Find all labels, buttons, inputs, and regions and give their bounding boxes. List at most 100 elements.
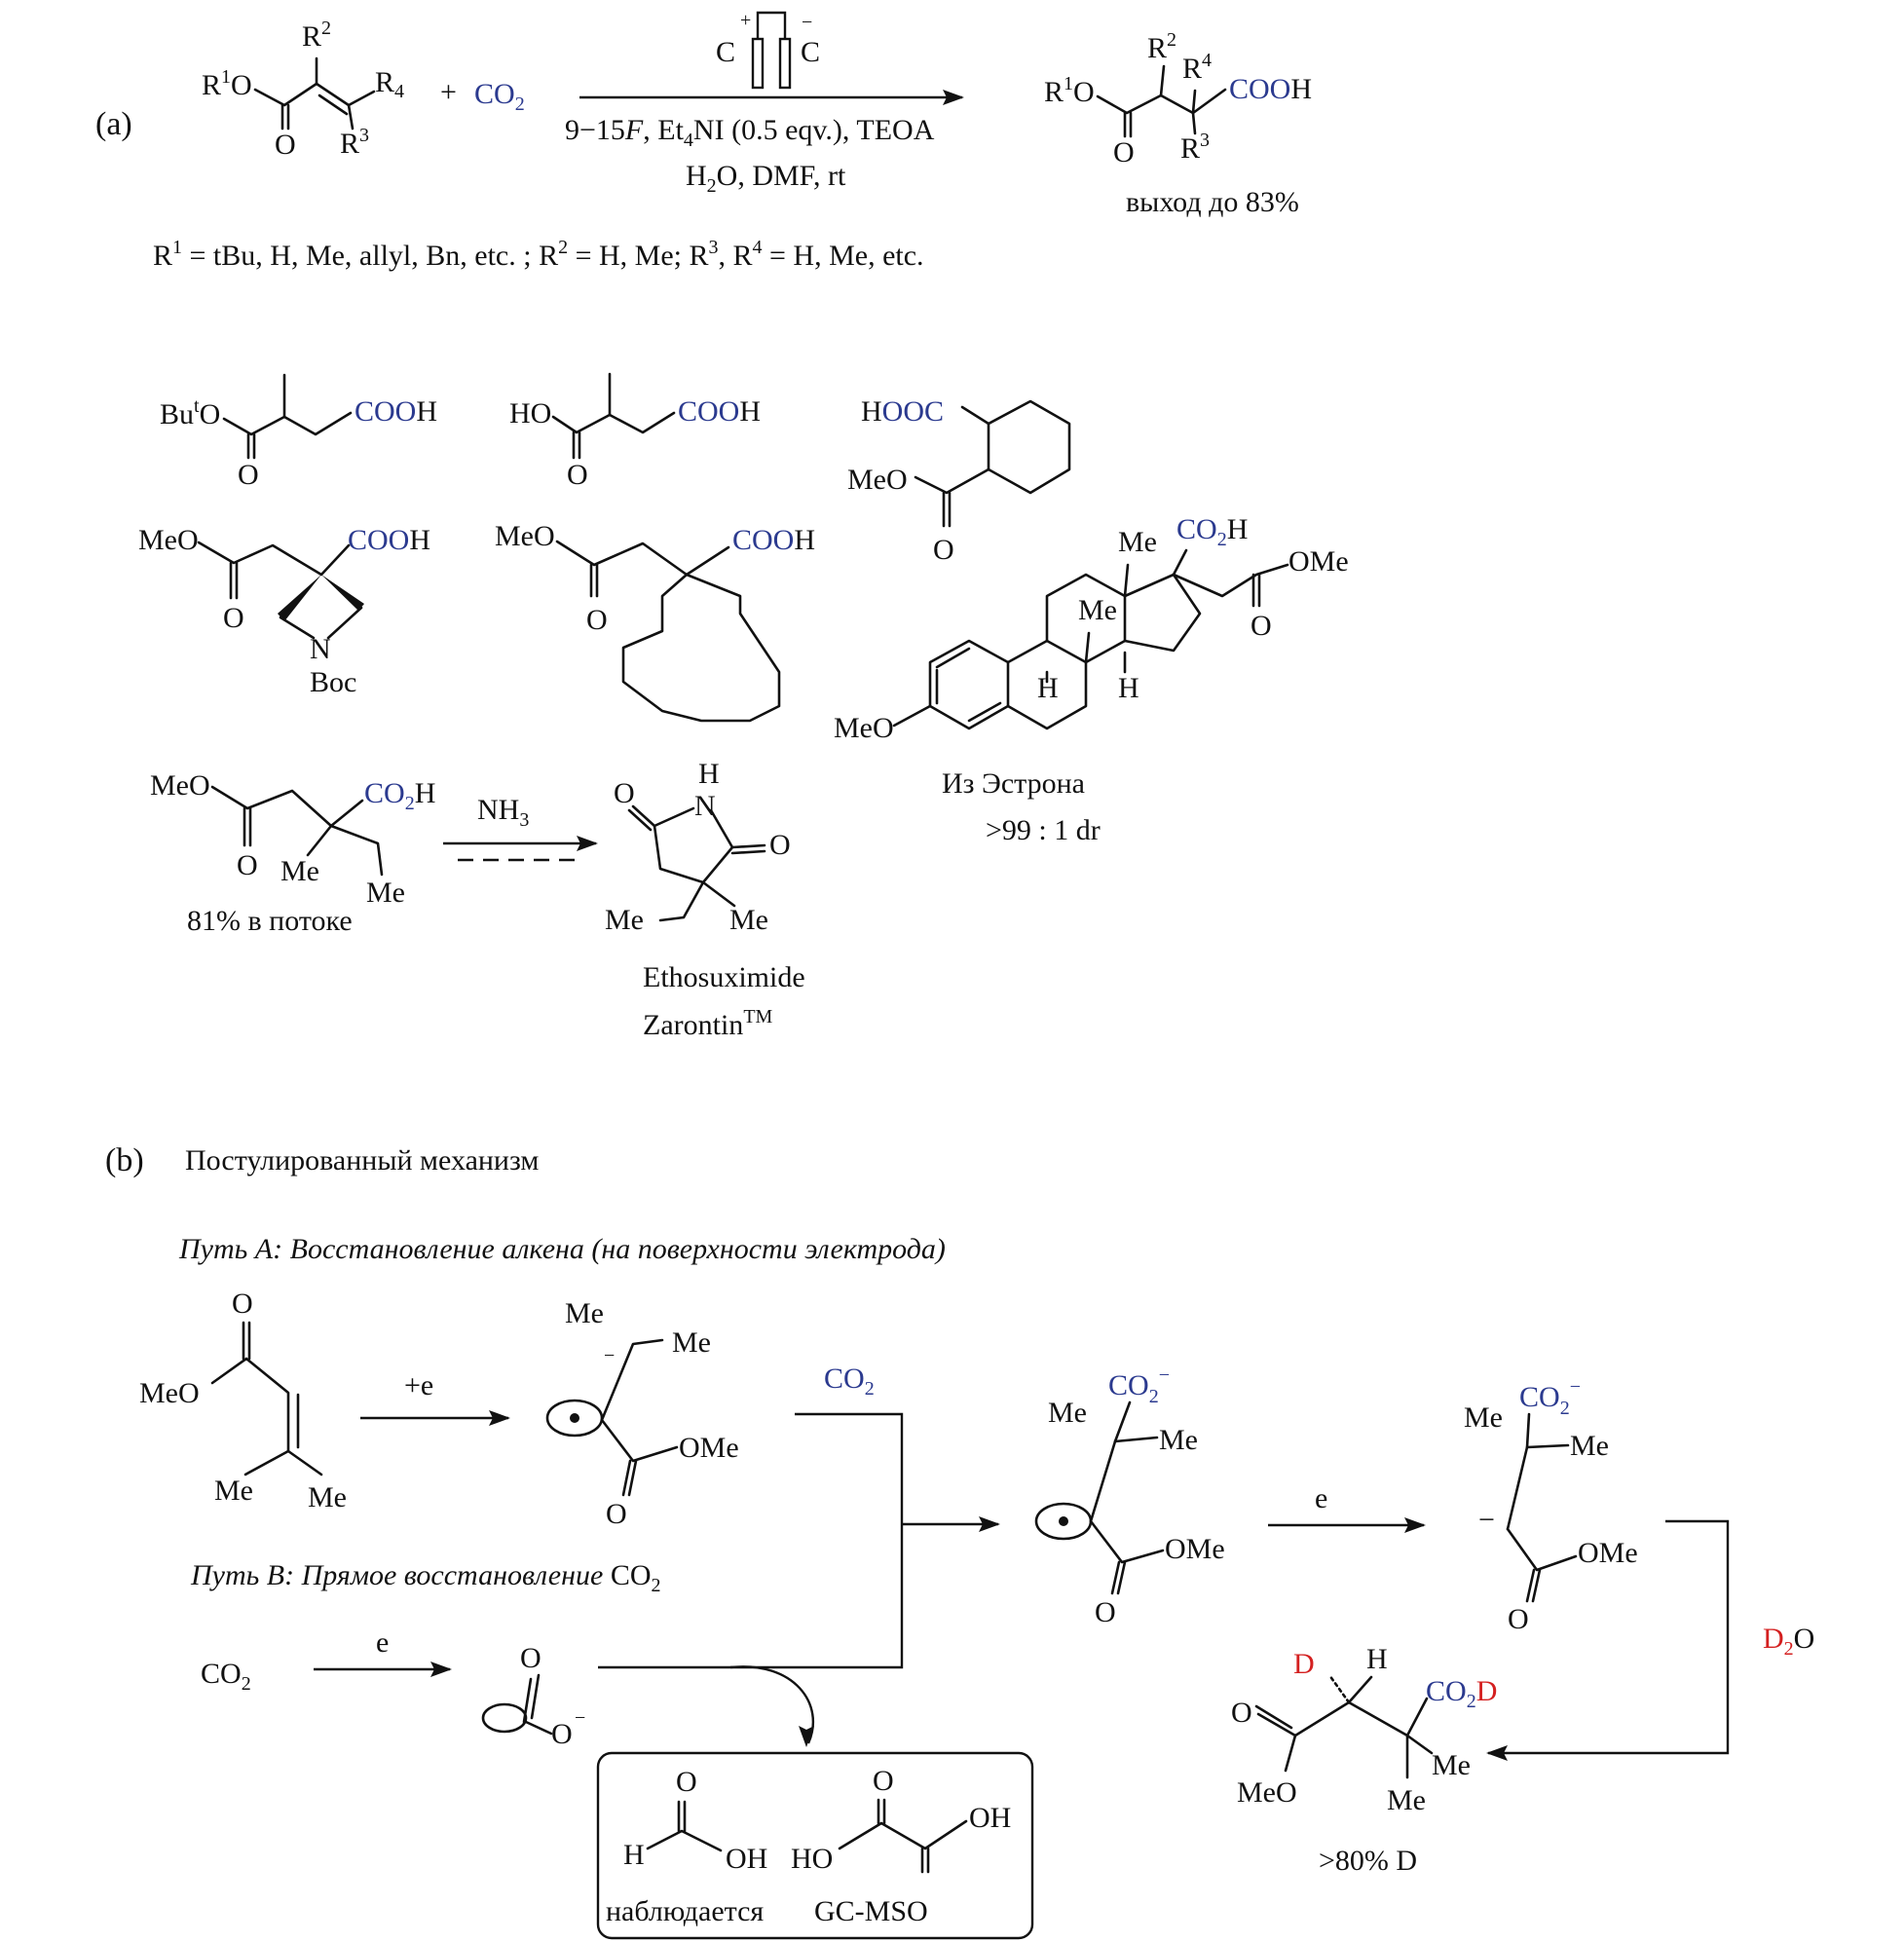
svg-text:O: O xyxy=(769,829,791,861)
deuteration-yield: >80% D xyxy=(1319,1845,1417,1877)
svg-text:GC-MSO: GC-MSO xyxy=(814,1895,928,1927)
svg-text:O: O xyxy=(567,459,588,491)
conditions-line-2: H2O, DMF, rt xyxy=(686,160,846,197)
svg-text:H: H xyxy=(1366,1643,1388,1675)
svg-text:N: N xyxy=(694,790,716,822)
electrochemical-cell-icon: + − C C xyxy=(716,10,820,90)
svg-text:HO: HO xyxy=(509,397,551,429)
svg-text:OMe: OMe xyxy=(679,1432,739,1464)
co2-reactant: CO2 xyxy=(474,78,525,115)
svg-text:OMe: OMe xyxy=(1578,1537,1638,1569)
svg-text:−: − xyxy=(1478,1504,1495,1536)
svg-text:Me: Me xyxy=(1464,1401,1503,1434)
svg-text:O: O xyxy=(606,1498,627,1530)
svg-text:Me: Me xyxy=(565,1297,604,1329)
svg-text:Boc: Boc xyxy=(310,666,356,698)
svg-text:O: O xyxy=(1113,136,1135,168)
svg-text:Me: Me xyxy=(605,904,644,936)
example-cyclohexane: HOOC MeO O xyxy=(847,395,1071,566)
svg-text:O: O xyxy=(551,1718,573,1750)
svg-text:H: H xyxy=(1118,672,1139,704)
byproducts-box: O H OH O OH HO наблюдается GC-MSO xyxy=(596,1751,1034,1940)
svg-text:CO2H: CO2H xyxy=(1176,513,1248,550)
svg-text:−: − xyxy=(802,12,812,33)
svg-text:ButO: ButO xyxy=(160,395,220,430)
svg-text:MeO: MeO xyxy=(847,464,908,496)
conditions-line-1: 9−15F, Et4NI (0.5 eqv.), TEOA xyxy=(565,114,935,151)
svg-text:O: O xyxy=(614,777,635,809)
svg-text:H: H xyxy=(698,758,720,790)
svg-text:O: O xyxy=(232,1288,253,1320)
svg-text:Me: Me xyxy=(366,877,405,909)
deuterated-product: D H CO2D O MeO Me Me xyxy=(1231,1643,1497,1816)
ammonia-arrow xyxy=(443,836,598,862)
ethosuximide-structure: H N O O Me Me xyxy=(605,758,791,936)
path-b-co2: CO2 xyxy=(201,1658,251,1695)
svg-text:MeO: MeO xyxy=(495,520,555,552)
svg-text:O: O xyxy=(520,1642,541,1674)
svg-text:+: + xyxy=(740,10,751,31)
radical-anion: Me Me − OMe O xyxy=(545,1297,739,1530)
svg-text:O: O xyxy=(275,129,296,161)
svg-text:O: O xyxy=(1095,1596,1116,1628)
example-cyclododecane: MeO O COOH xyxy=(495,520,815,723)
yield-text: выход до 83% xyxy=(1126,186,1299,218)
svg-text:H: H xyxy=(1037,672,1059,704)
svg-text:O: O xyxy=(933,534,954,566)
example-tbu-ester: ButO O COOH xyxy=(160,373,437,491)
svg-text:O: O xyxy=(1231,1697,1252,1729)
flow-yield: 81% в потоке xyxy=(187,905,353,937)
svg-text:Me: Me xyxy=(214,1475,253,1507)
path-b-title: Путь В: Прямое восстановление CO2 xyxy=(190,1559,661,1596)
svg-text:Me: Me xyxy=(1078,594,1117,626)
svg-text:R2: R2 xyxy=(1147,29,1176,64)
svg-text:O: O xyxy=(873,1765,894,1797)
svg-text:R1O: R1O xyxy=(1044,73,1095,108)
svg-text:C: C xyxy=(716,36,735,68)
svg-text:Me: Me xyxy=(1159,1424,1198,1456)
path-a-reactant: O MeO Me Me xyxy=(139,1288,347,1513)
ammonia-reagent: NH3 xyxy=(477,794,529,831)
svg-text:CO2H: CO2H xyxy=(364,777,435,814)
dianion-intermediate: Me CO2− Me − OMe O xyxy=(1464,1376,1638,1635)
svg-text:O: O xyxy=(237,849,258,881)
svg-text:CO2−: CO2− xyxy=(1108,1364,1170,1407)
estrone-label: Из Эстрона xyxy=(942,767,1085,800)
svg-text:CO2D: CO2D xyxy=(1426,1675,1497,1712)
svg-text:Me: Me xyxy=(729,904,768,936)
svg-text:Me: Me xyxy=(1570,1430,1609,1462)
svg-text:MeO: MeO xyxy=(1237,1776,1297,1809)
svg-text:COOH: COOH xyxy=(678,395,761,428)
svg-text:MeO: MeO xyxy=(138,524,199,556)
carboxylate-radical-intermediate: Me CO2− Me OMe O xyxy=(1034,1364,1225,1628)
example-azetidine: MeO O COOH N Boc xyxy=(138,524,430,698)
drug-brand: ZarontinTM xyxy=(643,1006,773,1041)
svg-text:R3: R3 xyxy=(1180,130,1210,165)
example-estrone: Me CO2H OMe O Me H H MeO xyxy=(834,513,1349,744)
svg-text:COOH: COOH xyxy=(732,524,815,556)
svg-text:CO2−: CO2− xyxy=(1519,1376,1581,1419)
svg-text:N: N xyxy=(310,633,331,665)
svg-text:O: O xyxy=(1508,1603,1529,1635)
svg-text:COOH: COOH xyxy=(355,395,437,428)
svg-text:R4: R4 xyxy=(1182,50,1212,85)
example-methylsuccinic: HO O COOH xyxy=(509,372,761,491)
svg-text:HO: HO xyxy=(791,1843,833,1875)
svg-text:MeO: MeO xyxy=(139,1377,200,1409)
e-label-1: e xyxy=(1315,1482,1327,1514)
svg-text:HOOC: HOOC xyxy=(861,395,944,428)
svg-text:−: − xyxy=(575,1707,585,1729)
svg-text:O: O xyxy=(1251,610,1272,642)
svg-text:Me: Me xyxy=(1118,526,1157,558)
svg-text:наблюдается: наблюдается xyxy=(606,1895,764,1927)
d2o-reagent: D2O xyxy=(1763,1623,1814,1660)
svg-text:R2: R2 xyxy=(302,18,331,53)
svg-text:H: H xyxy=(623,1839,645,1871)
substituents-definition: R1 = tBu, H, Me, allyl, Bn, etc. ; R2 = … xyxy=(153,237,924,272)
mechanism-title: Постулированный механизм xyxy=(185,1144,539,1176)
curved-arrow-byproducts xyxy=(729,1665,814,1747)
svg-text:O: O xyxy=(586,604,608,636)
reaction-arrow-a xyxy=(579,90,964,105)
svg-text:COOH: COOH xyxy=(348,524,430,556)
